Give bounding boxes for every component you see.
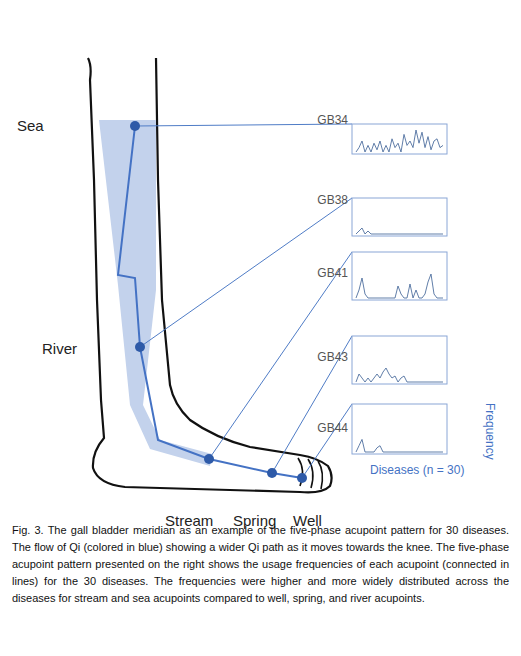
frequency-trace	[356, 439, 443, 452]
acupoint-name: GB41	[317, 266, 348, 280]
chart-frame	[352, 124, 447, 154]
leader-lines	[135, 124, 352, 478]
figure-caption: Fig. 3. The gall bladder meridian as an …	[12, 522, 509, 607]
frequency-trace	[356, 274, 443, 298]
frequency-charts	[352, 124, 447, 454]
toe-lines	[298, 458, 322, 489]
chart-frame	[352, 252, 447, 300]
axis-label: Frequency	[483, 403, 497, 460]
acupoint-name: GB38	[317, 193, 348, 207]
acupoint-chart: GB41	[317, 263, 348, 281]
acupoint-chart: GB34	[317, 110, 348, 128]
qi-band	[99, 120, 212, 466]
acupoint-chart: GB38	[317, 190, 348, 208]
acupoint-chart: GB44	[317, 418, 348, 436]
acupoint-chart: GB43	[317, 347, 348, 365]
frequency-trace	[356, 368, 443, 382]
leg-outline	[88, 58, 332, 492]
frequency-trace	[356, 228, 443, 234]
chart-frame	[352, 198, 447, 236]
acupoint-name: GB34	[317, 113, 348, 127]
region-label: Diseases (n = 30)	[370, 463, 464, 477]
acupoint-name: GB44	[317, 421, 348, 435]
region-label: River	[42, 340, 77, 357]
acupoint-dots	[130, 121, 307, 483]
chart-frame	[352, 404, 447, 454]
acupoint-name: GB43	[317, 350, 348, 364]
frequency-trace	[356, 130, 443, 152]
chart-frame	[352, 336, 447, 384]
qi-path	[118, 126, 302, 478]
region-label: Sea	[17, 117, 44, 134]
